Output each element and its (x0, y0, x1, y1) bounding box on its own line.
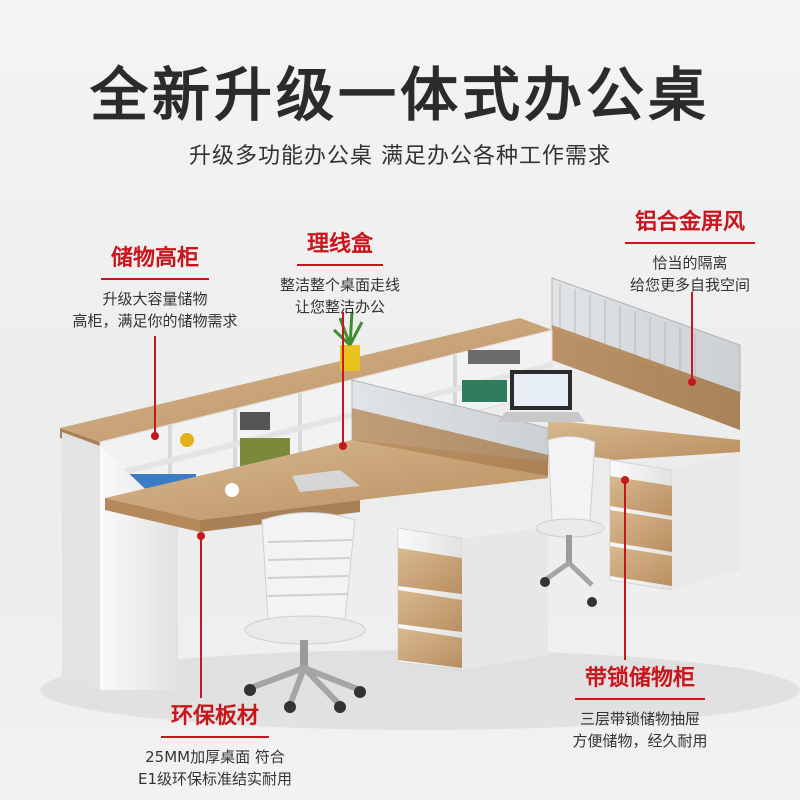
label-storage-cabinet-line1: 升级大容量储物 (102, 290, 208, 308)
label-cable-box-desc: 整洁整个桌面走线 让您整洁办公 (245, 274, 435, 318)
label-aluminum-screen-line2: 给您更多自我空间 (629, 276, 750, 294)
label-locking-cabinet-desc: 三层带锁储物抽屉 方便储物，经久耐用 (540, 708, 740, 752)
pointer-dot-locking-cabinet (621, 476, 629, 484)
page-subtitle: 升级多功能办公桌 满足办公各种工作需求 (189, 144, 611, 169)
pointer-cable-box (342, 312, 344, 444)
label-locking-cabinet-line2: 方便储物，经久耐用 (572, 732, 708, 750)
label-aluminum-screen-desc: 恰当的隔离 给您更多自我空间 (600, 252, 780, 296)
label-storage-cabinet-line2: 高柜，满足你的储物需求 (72, 312, 238, 330)
pointer-eco-board (200, 536, 202, 698)
label-cable-box-line2: 让您整洁办公 (294, 298, 385, 316)
pointer-dot-storage-cabinet (151, 432, 159, 440)
label-aluminum-screen: 铝合金屏风 恰当的隔离 给您更多自我空间 (600, 204, 780, 296)
label-storage-cabinet-title: 储物高柜 (100, 240, 209, 280)
label-eco-board-desc: 25MM加厚桌面 符合 E1级环保标准结实耐用 (100, 746, 330, 790)
label-eco-board-title: 环保板材 (160, 698, 269, 738)
label-storage-cabinet: 储物高柜 升级大容量储物 高柜，满足你的储物需求 (40, 240, 270, 332)
pointer-aluminum-screen (691, 292, 693, 382)
label-cable-box-title: 理线盒 (296, 226, 383, 266)
label-locking-cabinet: 带锁储物柜 三层带锁储物抽屉 方便储物，经久耐用 (540, 660, 740, 752)
label-aluminum-screen-title: 铝合金屏风 (624, 204, 755, 244)
label-eco-board: 环保板材 25MM加厚桌面 符合 E1级环保标准结实耐用 (100, 698, 330, 790)
pointer-storage-cabinet (154, 336, 156, 436)
label-locking-cabinet-title: 带锁储物柜 (574, 660, 705, 700)
label-eco-board-line2: E1级环保标准结实耐用 (137, 770, 293, 788)
label-storage-cabinet-desc: 升级大容量储物 高柜，满足你的储物需求 (40, 288, 270, 332)
pointer-dot-eco-board (197, 532, 205, 540)
label-cable-box-line1: 整洁整个桌面走线 (279, 276, 400, 294)
label-locking-cabinet-line1: 三层带锁储物抽屉 (579, 710, 700, 728)
pointer-dot-aluminum-screen (688, 378, 696, 386)
label-aluminum-screen-line1: 恰当的隔离 (652, 254, 728, 272)
label-cable-box: 理线盒 整洁整个桌面走线 让您整洁办公 (245, 226, 435, 318)
pointer-locking-cabinet (624, 480, 626, 660)
page-title: 全新升级一体式办公桌 (89, 61, 710, 129)
pointer-dot-cable-box (339, 442, 347, 450)
label-eco-board-line1: 25MM加厚桌面 符合 (145, 748, 285, 766)
